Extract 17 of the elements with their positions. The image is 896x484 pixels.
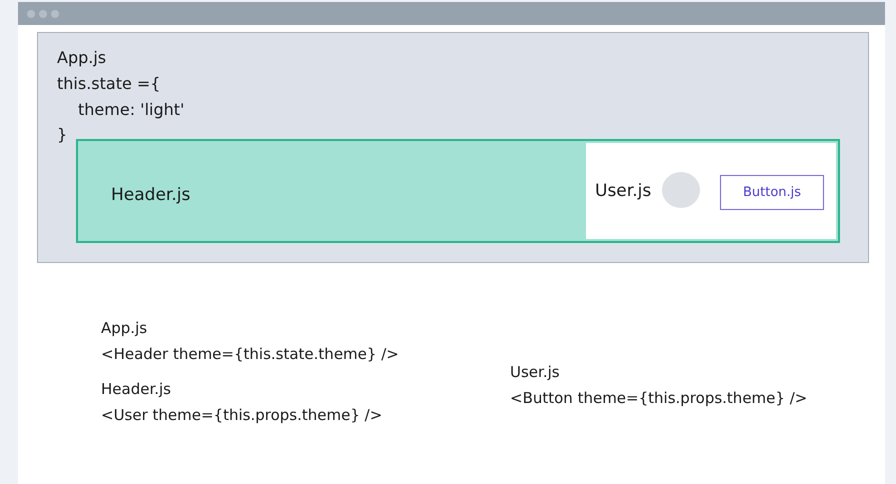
code-line: <User theme={this.props.theme} /> <box>101 405 382 425</box>
file-name: Header.js <box>101 379 171 399</box>
component-panel <box>76 139 840 243</box>
code-line: this.state ={ <box>57 74 160 94</box>
code-line: <Button theme={this.props.theme} /> <box>510 388 808 408</box>
code-line: <Header theme={this.state.theme} /> <box>101 344 399 364</box>
file-name: Header.js <box>111 185 190 205</box>
component-panel <box>586 143 836 239</box>
code-line: } <box>57 125 68 145</box>
code-line: theme: 'light' <box>78 100 184 120</box>
circle-placeholder <box>662 172 700 208</box>
file-name: User.js <box>510 362 560 382</box>
file-name: User.js <box>595 181 652 201</box>
file-name: App.js <box>101 318 148 338</box>
button: Button.js <box>720 175 824 210</box>
component-panel <box>37 32 869 263</box>
file-name: App.js <box>57 48 106 68</box>
